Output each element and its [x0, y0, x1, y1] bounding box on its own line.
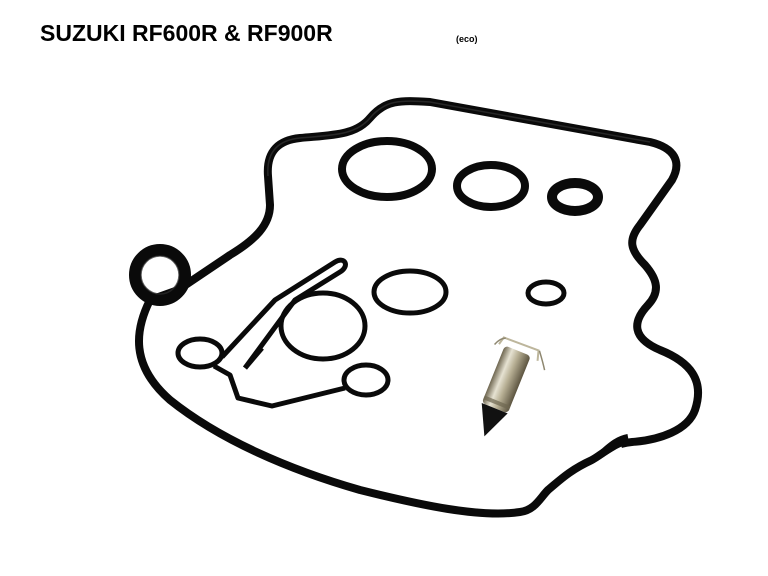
large-o-ring: [338, 137, 436, 201]
small-thick-o-ring: [547, 178, 603, 216]
product-title: SUZUKI RF600R & RF900R: [40, 20, 333, 46]
product-subtitle: (eco): [456, 34, 478, 44]
float-bowl-gasket: [129, 97, 703, 518]
tiny-o-ring: [525, 279, 567, 307]
diaphragm-cover-gasket: [175, 257, 449, 409]
medium-o-ring: [453, 161, 529, 211]
float-needle-valve: [481, 336, 546, 437]
